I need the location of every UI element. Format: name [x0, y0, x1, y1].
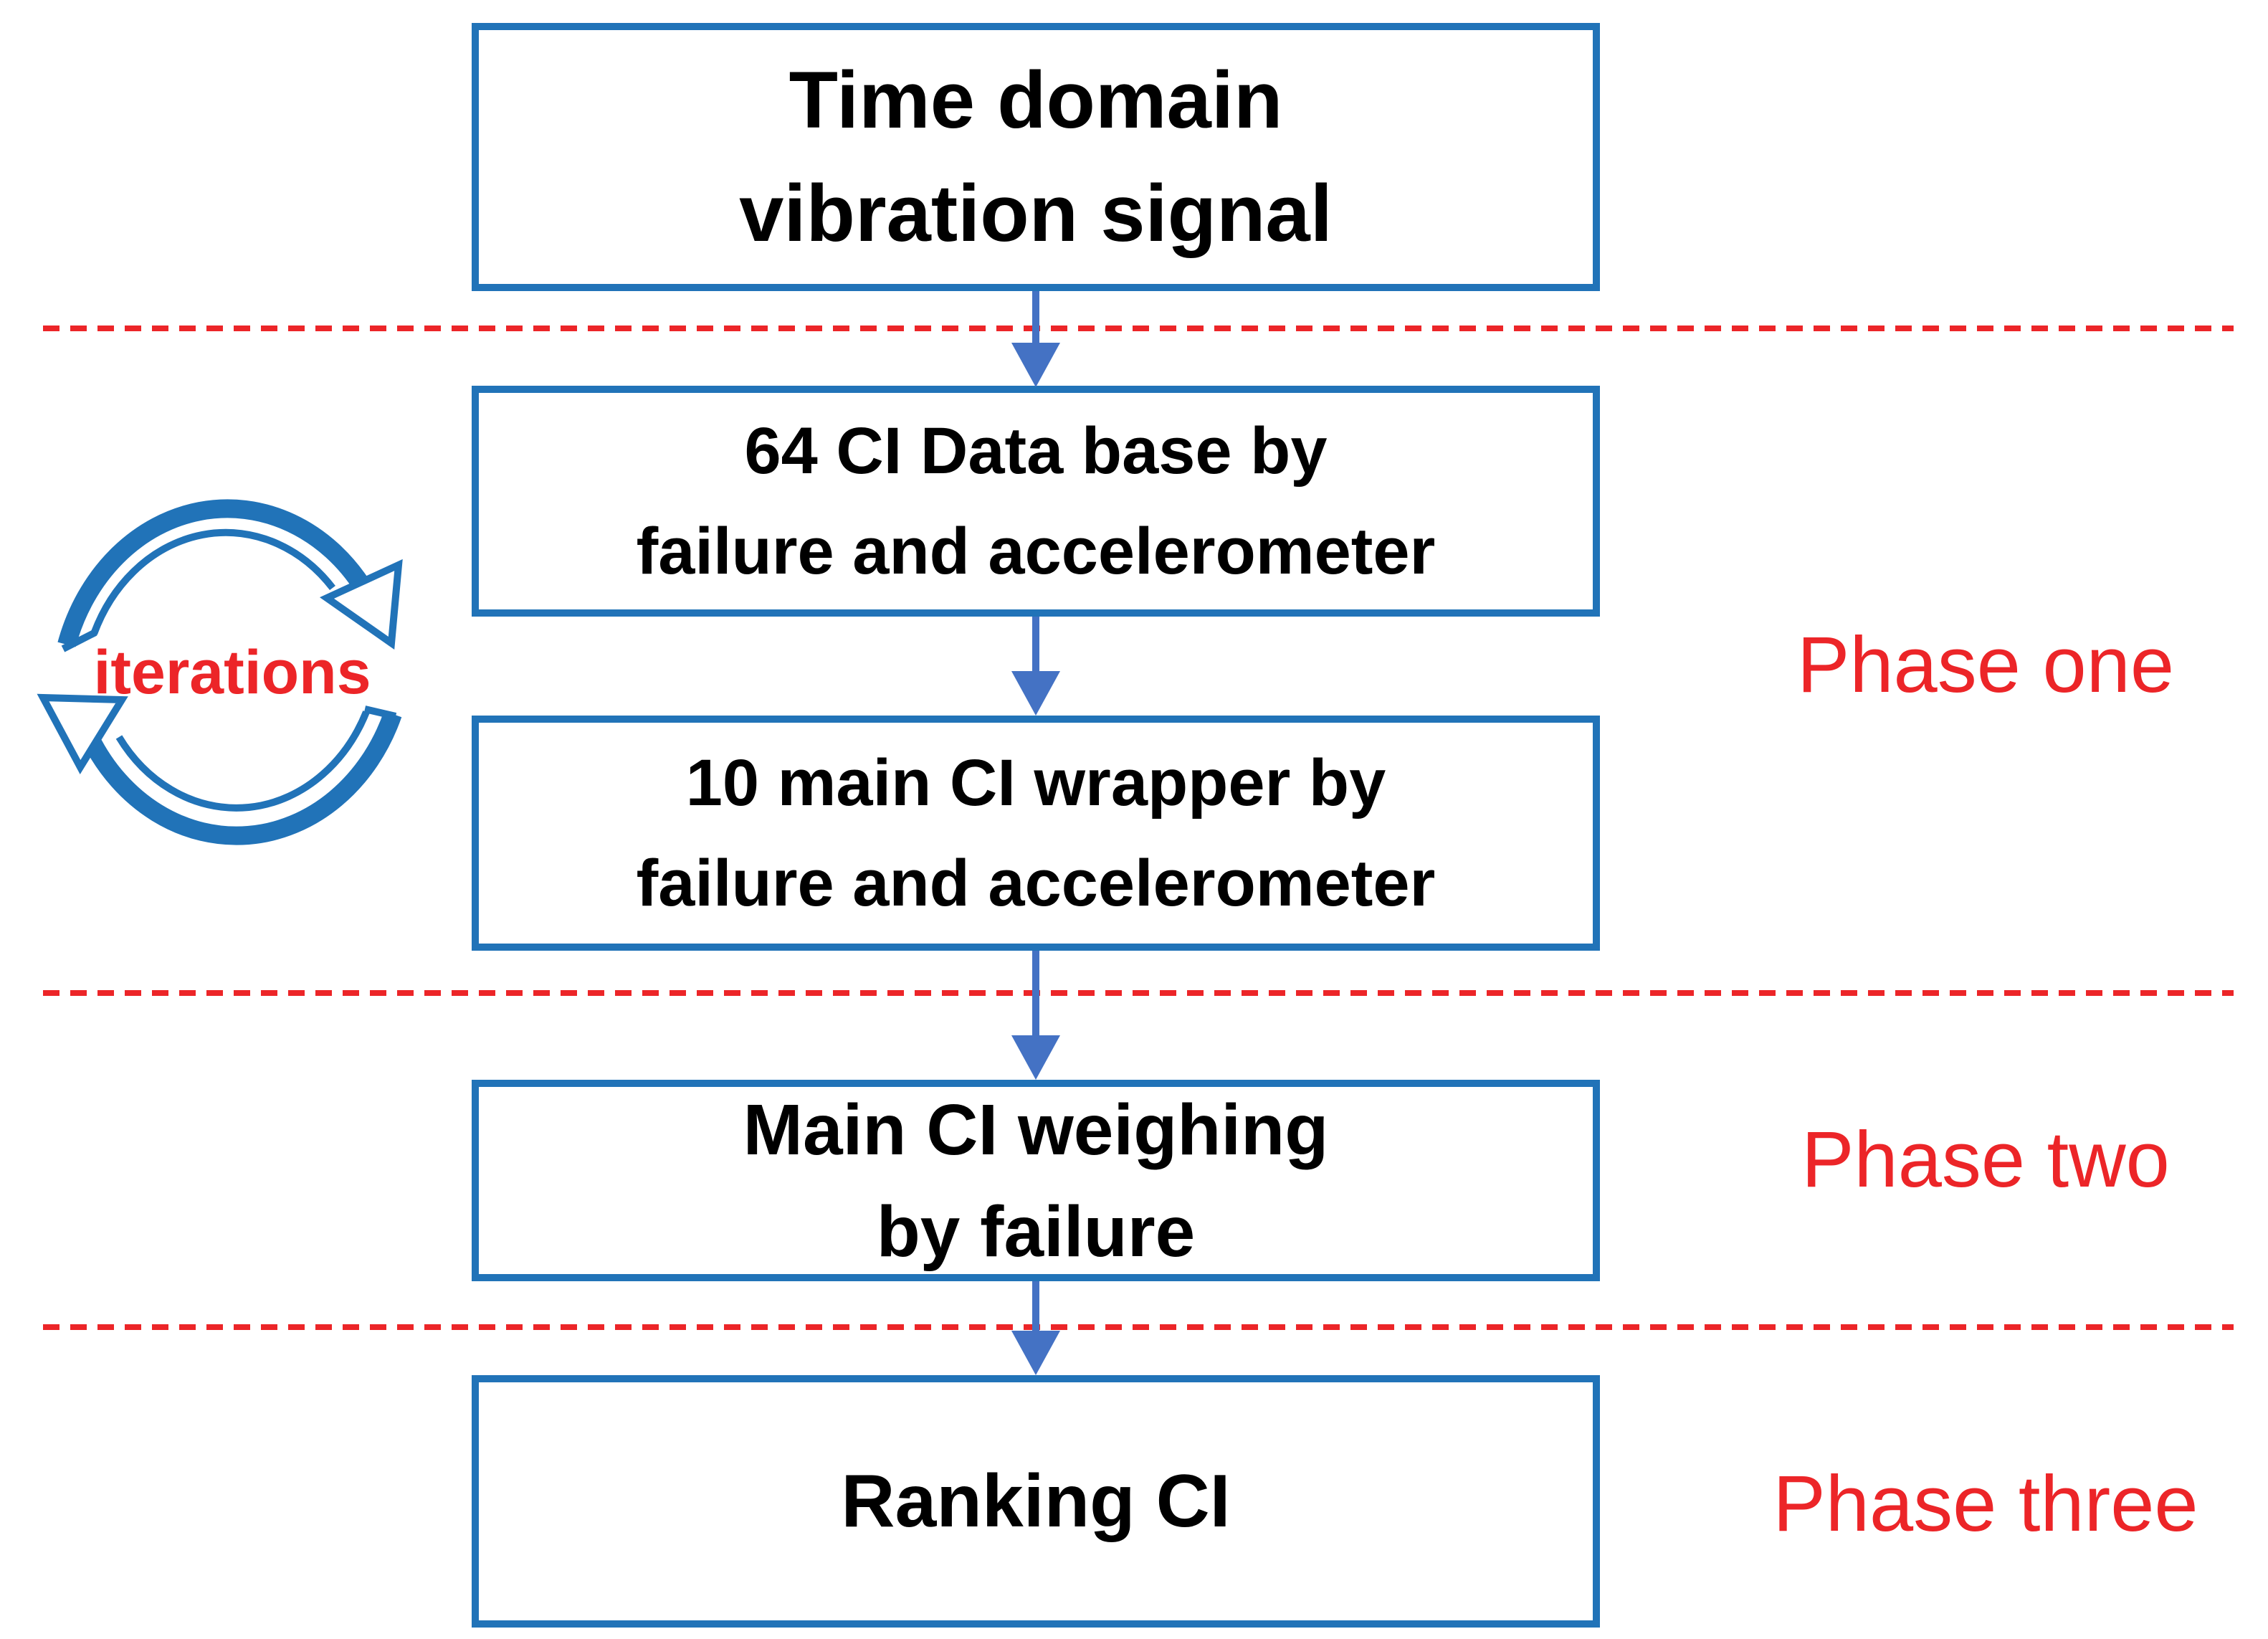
cycle-top-arc-outer: [57, 499, 371, 647]
down-arrow-icon-1: [1011, 291, 1060, 387]
box-text-line: failure and accelerometer: [636, 847, 1436, 920]
phase-divider-line-1: [43, 326, 2234, 331]
box-main-ci-wrapper: 10 main CI wrapper by failure and accele…: [472, 716, 1600, 951]
arrow-head: [1011, 1035, 1060, 1080]
box-main-ci-weighing: Main CI weighing by failure: [472, 1080, 1600, 1281]
cycle-top-arc-inner: [90, 528, 335, 635]
arrow-head: [1011, 343, 1060, 387]
cycle-top-arrowhead: [319, 559, 403, 650]
phase-divider-line-2: [43, 990, 2234, 996]
box-text-line: vibration signal: [739, 168, 1333, 258]
down-arrow-icon-3: [1011, 951, 1060, 1080]
arrow-stem: [1032, 291, 1039, 344]
cycle-bottom-arrowhead: [37, 693, 128, 775]
box-text-line: Ranking CI: [841, 1460, 1231, 1543]
down-arrow-icon-2: [1011, 617, 1060, 716]
arrow-head: [1011, 671, 1060, 716]
box-ranking-ci: Ranking CI: [472, 1375, 1600, 1628]
cycle-bottom-arc-outer: [82, 711, 402, 845]
arrow-stem: [1032, 951, 1039, 1037]
box-ci-data-base: 64 CI Data base by failure and accelerom…: [472, 386, 1600, 617]
box-text-line: Time domain: [788, 55, 1283, 145]
box-time-domain-vibration-signal: Time domain vibration signal: [472, 23, 1600, 291]
box-text-line: 64 CI Data base by: [744, 414, 1328, 488]
down-arrow-icon-4: [1011, 1281, 1060, 1375]
box-text-line: by failure: [876, 1191, 1196, 1272]
iterations-label: iterations: [93, 638, 371, 707]
cycle-bottom-arc-tail: [363, 706, 397, 720]
phase-divider-line-3: [43, 1324, 2234, 1330]
iterations-cycle-icon: [37, 499, 403, 845]
box-text-line: failure and accelerometer: [636, 515, 1436, 588]
arrow-head: [1011, 1331, 1060, 1375]
box-text-line: Main CI weighing: [743, 1089, 1329, 1170]
arrow-stem: [1032, 1281, 1039, 1332]
arrow-stem: [1032, 617, 1039, 673]
cycle-top-arc-tail: [61, 629, 97, 652]
cycle-bottom-arc-inner: [115, 711, 370, 812]
box-text-line: 10 main CI wrapper by: [685, 746, 1386, 820]
phase-two-label: Phase two: [1801, 1116, 2170, 1204]
phase-one-label: Phase one: [1797, 621, 2174, 709]
phase-three-label: Phase three: [1773, 1460, 2198, 1548]
